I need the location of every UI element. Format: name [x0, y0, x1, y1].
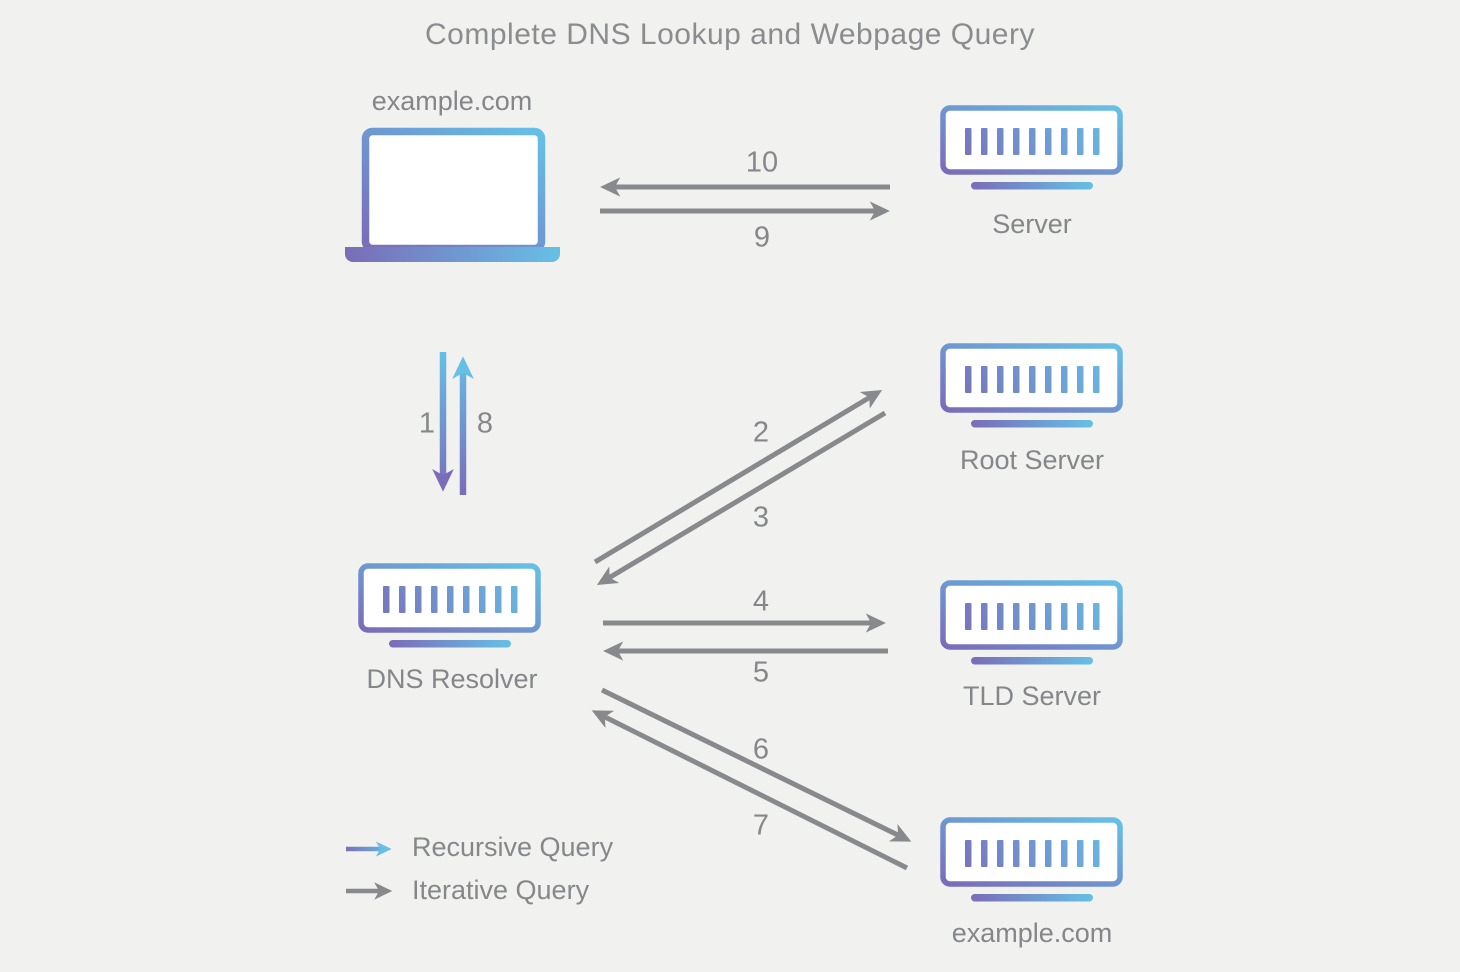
tld-server-label: TLD Server: [962, 681, 1102, 711]
root-server-label: Root Server: [959, 445, 1105, 475]
arrow-step-7: [591, 710, 909, 871]
auth-server-icon: [940, 817, 1123, 907]
client-label: example.com: [371, 86, 533, 116]
arrow-step-6: [600, 687, 912, 842]
step-8-label: 8: [476, 407, 494, 440]
dns-resolver-icon: [358, 563, 541, 653]
diagram-title: Complete DNS Lookup and Webpage Query: [425, 18, 1035, 51]
legend-iterative-label: Iterative Query: [412, 874, 590, 905]
arrow-step-3: [596, 410, 887, 586]
web-server-icon: [940, 105, 1123, 195]
dns-resolver-label: DNS Resolver: [366, 664, 538, 694]
step-5-label: 5: [752, 656, 770, 689]
legend-recursive-label: Recursive Query: [412, 831, 614, 862]
arrow-step-2: [593, 389, 883, 565]
step-9-label: 9: [753, 221, 771, 254]
step-3-label: 3: [752, 501, 770, 534]
root-server-icon: [940, 343, 1123, 433]
step-4-label: 4: [752, 585, 770, 618]
web-server-label: Server: [992, 209, 1072, 239]
step-7-label: 7: [752, 809, 770, 842]
step-10-label: 10: [745, 146, 779, 179]
client-laptop-icon: [345, 124, 560, 269]
step-2-label: 2: [752, 416, 770, 449]
auth-server-label: example.com: [951, 918, 1113, 948]
tld-server-icon: [940, 580, 1123, 670]
step-6-label: 6: [752, 733, 770, 766]
step-1-label: 1: [418, 407, 436, 440]
